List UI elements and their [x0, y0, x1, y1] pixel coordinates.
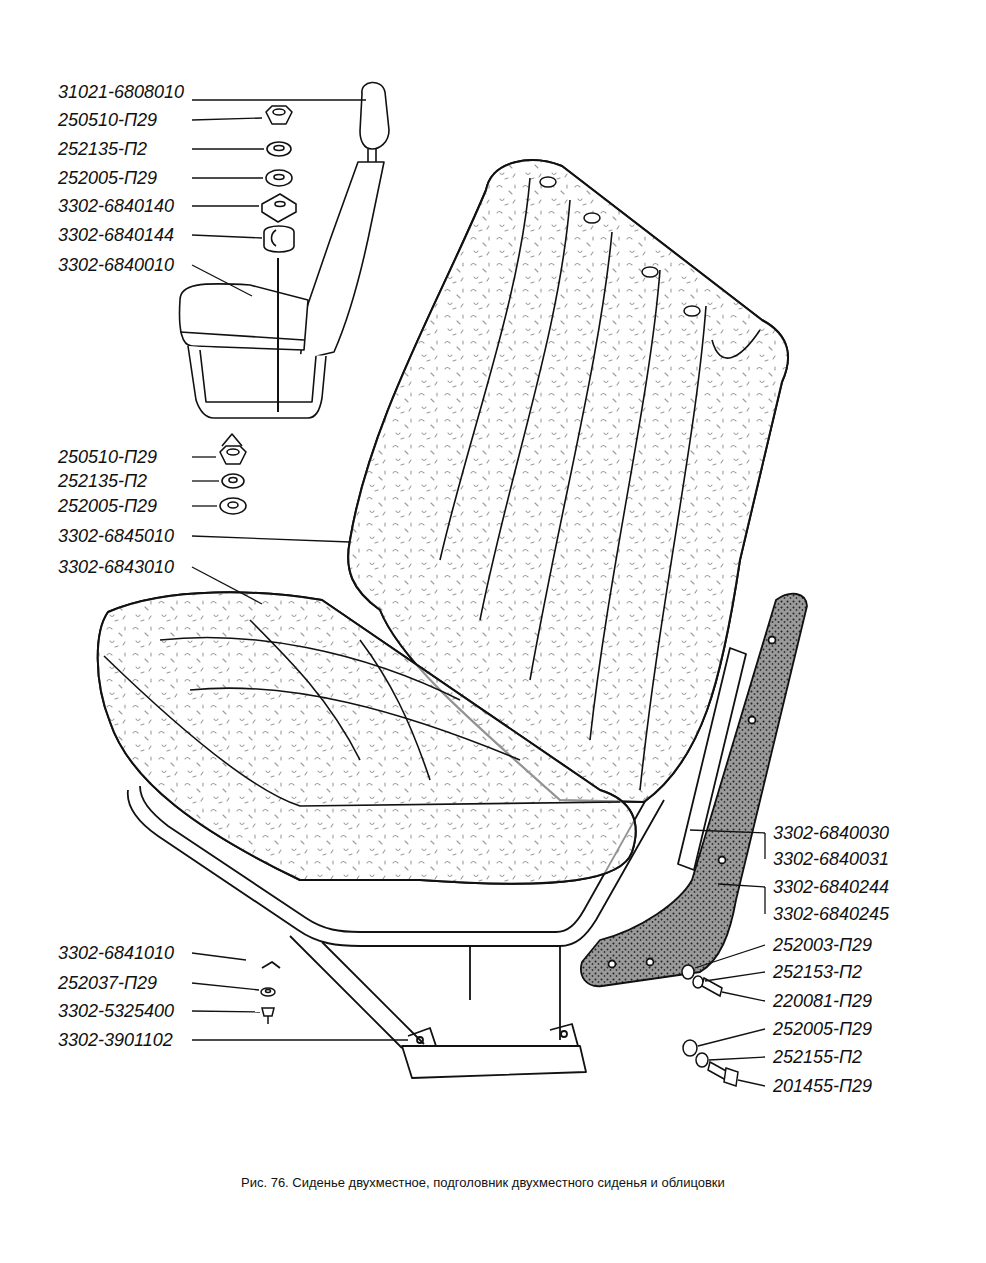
part-number: 252003-П29 — [772, 934, 873, 956]
part-number: 3302-6841010 — [57, 942, 175, 964]
part-number: 252155-П2 — [772, 1046, 863, 1068]
part-number: 3302-6840245 — [772, 903, 890, 925]
part-number: 252037-П29 — [57, 972, 158, 994]
part-number: 201455-П29 — [772, 1075, 873, 1097]
part-number: 250510-П29 — [57, 109, 158, 131]
part-number: 3302-6845010 — [57, 525, 175, 547]
part-number: 3302-6840030 — [772, 822, 890, 844]
part-number: 252153-П2 — [772, 961, 863, 983]
part-number: 31021-6808010 — [57, 81, 185, 103]
part-number: 3302-6840244 — [772, 876, 890, 898]
part-number: 252005-П29 — [57, 495, 158, 517]
part-number: 3302-6840010 — [57, 254, 175, 276]
part-number: 3302-6840144 — [57, 224, 175, 246]
part-number: 3302-6840031 — [772, 848, 890, 870]
part-number: 3302-5325400 — [57, 1000, 175, 1022]
part-number: 3302-6843010 — [57, 556, 175, 578]
part-number: 252135-П2 — [57, 470, 148, 492]
figure-caption: Рис. 76. Сиденье двухместное, подголовни… — [241, 1174, 725, 1192]
part-number: 252005-П29 — [57, 167, 158, 189]
part-number: 250510-П29 — [57, 446, 158, 468]
part-number: 3302-3901102 — [57, 1029, 174, 1051]
part-number: 252005-П29 — [772, 1018, 873, 1040]
part-number: 3302-6840140 — [57, 195, 175, 217]
part-number: 252135-П2 — [57, 138, 148, 160]
part-number: 220081-П29 — [772, 990, 873, 1012]
